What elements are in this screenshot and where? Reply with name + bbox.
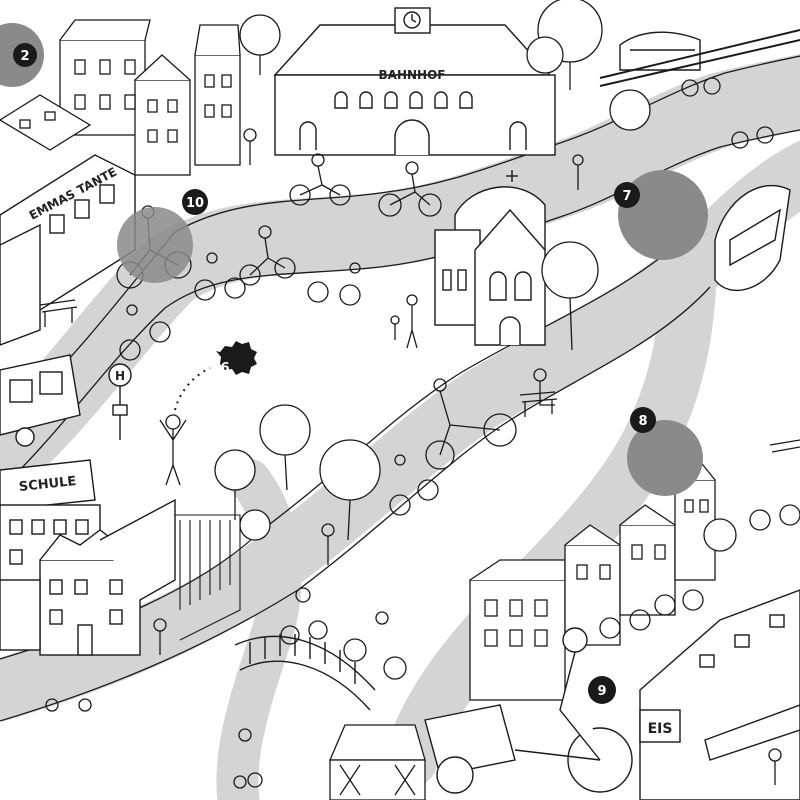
- marker-10[interactable]: 10: [117, 189, 208, 283]
- bus: [0, 354, 81, 447]
- marker-9[interactable]: 9: [588, 676, 616, 704]
- station-sign: BAHNHOF: [379, 68, 446, 82]
- church: [434, 170, 546, 346]
- school-building: [0, 459, 176, 656]
- marker-10-label: 10: [186, 196, 204, 211]
- shop-building: [0, 154, 136, 346]
- train: [599, 29, 800, 87]
- small-house-topleft: [0, 94, 92, 151]
- marker-2[interactable]: 2: [0, 23, 44, 87]
- bus-stop-sign: [108, 363, 132, 440]
- pedestrians: [45, 128, 782, 785]
- marker-6[interactable]: 6: [216, 341, 257, 376]
- ice-cream-sign: EIS: [648, 721, 673, 737]
- bus-stop-letter: H: [115, 369, 125, 383]
- boat: [714, 184, 791, 291]
- benches: [39, 299, 800, 453]
- train-station: [273, 7, 556, 156]
- school-sign: SCHULE: [18, 474, 77, 495]
- fence: [175, 514, 241, 641]
- bridge: [234, 634, 376, 711]
- trees: [214, 0, 737, 552]
- cargo-bike: [424, 627, 633, 794]
- marker-6-label: 6: [220, 361, 229, 376]
- marker-8[interactable]: 8: [627, 407, 703, 496]
- marker-7-label: 7: [622, 189, 631, 204]
- old-town-houses: [59, 19, 241, 176]
- marker-7[interactable]: 7: [614, 170, 708, 260]
- marker-8-label: 8: [638, 414, 647, 429]
- ice-cream-shop: [639, 589, 800, 800]
- dotted-trail: [174, 367, 211, 411]
- cyclists: [116, 77, 800, 789]
- timber-house: [329, 724, 426, 800]
- marker-9-label: 9: [597, 684, 606, 699]
- marker-2-label: 2: [20, 49, 29, 64]
